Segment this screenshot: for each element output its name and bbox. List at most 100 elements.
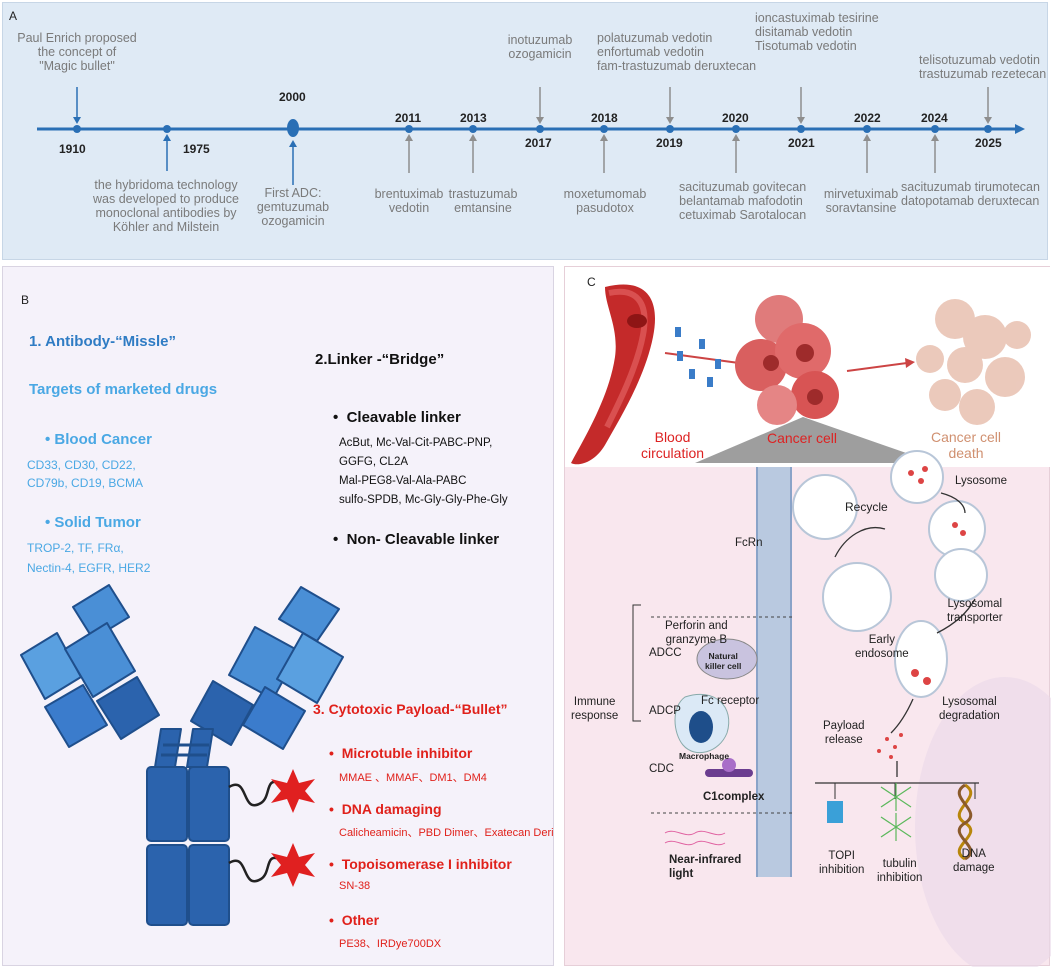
tick-1910 xyxy=(73,125,81,133)
linker-1 xyxy=(228,780,280,807)
antibody-heading: 1. Antibody-“Missle” xyxy=(29,333,176,350)
targets-heading: Targets of marketed drugs xyxy=(29,381,218,398)
dead-cell-cluster xyxy=(916,299,1031,425)
linker-heading: 2.Linker -“Bridge” xyxy=(315,351,445,368)
linker-2 xyxy=(228,856,280,883)
payload-heading: 3. Cytotoxic Payload-“Bullet” xyxy=(313,701,508,717)
vesicle-top xyxy=(792,474,858,540)
lysosome-label: Lysosome xyxy=(955,475,1007,487)
mechanism-illustration xyxy=(565,267,1051,967)
antibody-fc-left-2 xyxy=(146,844,188,926)
payload-topo-title: • Topoisomerase I inhibitor xyxy=(329,856,512,872)
cleavable-title: • Cleavable linker xyxy=(333,409,461,426)
timeline-arrowhead xyxy=(1015,124,1025,134)
blood-cancer-title: • Blood Cancer xyxy=(45,431,152,448)
lysosome-vesicle xyxy=(890,450,944,504)
antibody-fc-left-1 xyxy=(146,766,188,842)
nk-cell xyxy=(696,638,758,680)
tick-2019 xyxy=(666,125,674,133)
year-1910: 1910 xyxy=(59,142,86,156)
antibody-illustration xyxy=(20,584,344,926)
vesicle-recycle xyxy=(822,562,892,632)
antibody-hinge-right xyxy=(186,728,214,768)
tick-1975 xyxy=(163,125,171,133)
red-blood-cell xyxy=(627,314,647,328)
cancer-cell-cluster xyxy=(735,295,839,425)
fc-receptor-label: Fc receptor xyxy=(701,695,760,707)
year-2020: 2020 xyxy=(722,111,749,125)
cancer-cell-label: Cancer cell xyxy=(767,430,838,446)
year-2011: 2011 xyxy=(395,111,422,125)
year-2022: 2022 xyxy=(854,111,881,125)
cell-membrane xyxy=(757,467,791,877)
panel-a-timeline: A xyxy=(2,2,1048,260)
noncleavable-title: • Non- Cleavable linker xyxy=(333,531,500,548)
solid-tumor-targets: TROP-2, TF, FRα,Nectin-4, EGFR, HER2 xyxy=(27,541,151,575)
payload-topo-detail: SN-38 xyxy=(339,880,371,892)
antibody-hinge-left xyxy=(154,728,182,768)
blood-vessel xyxy=(571,284,655,465)
immune-bracket xyxy=(632,604,641,722)
tick-2000 xyxy=(287,119,299,137)
payload-star-2 xyxy=(271,843,315,887)
tick-2025 xyxy=(984,125,992,133)
payload-other-detail: PE38、IRDye700DX xyxy=(339,938,442,950)
tick-2022 xyxy=(863,125,871,133)
year-2021: 2021 xyxy=(788,136,815,150)
nucleus xyxy=(915,677,1051,967)
recycle-label: Recycle xyxy=(845,500,888,514)
tick-2011 xyxy=(405,125,413,133)
antibody-left-top-1 xyxy=(72,584,130,640)
payload-other-title: • Other xyxy=(329,912,380,928)
timeline-graphic xyxy=(37,87,1025,185)
fcrn-label: FcRn xyxy=(735,537,763,549)
year-2000: 2000 xyxy=(279,90,306,104)
antibody-left-heavy-2 xyxy=(96,676,160,740)
antibody-left-light-2 xyxy=(44,684,108,748)
tick-2013 xyxy=(469,125,477,133)
tick-2024 xyxy=(931,125,939,133)
payload-microtubule-title: • Microtuble inhibitor xyxy=(329,745,473,761)
antibody-right-top-1 xyxy=(278,586,340,642)
antibody-fc-right-1 xyxy=(188,766,230,842)
early-endosome-vesicle xyxy=(894,620,948,698)
payload-star-1 xyxy=(271,769,315,813)
tick-2018 xyxy=(600,125,608,133)
antibody-right-light-1 xyxy=(276,632,344,704)
year-2017: 2017 xyxy=(525,136,552,150)
adcp-label: ADCP xyxy=(649,705,681,717)
year-2018: 2018 xyxy=(591,111,618,125)
tubulin-shape xyxy=(880,783,912,841)
antibody-fc-right-2 xyxy=(188,844,230,926)
c1-complex-shape xyxy=(705,769,753,777)
antibody-right-light-2 xyxy=(242,686,306,750)
year-2013: 2013 xyxy=(460,111,487,125)
tick-2020 xyxy=(732,125,740,133)
year-2024: 2024 xyxy=(921,111,948,125)
macrophage-label: Macrophage xyxy=(679,751,730,761)
year-2025: 2025 xyxy=(975,136,1002,150)
